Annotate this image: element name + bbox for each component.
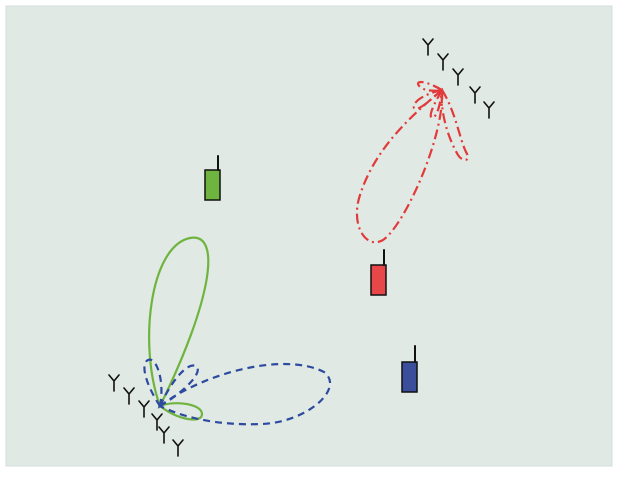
antenna-element-icon (452, 68, 464, 86)
diagram-background (5, 5, 613, 467)
antenna-element-icon (437, 53, 449, 71)
antenna-element-icon (158, 426, 170, 444)
antenna-element-icon (422, 38, 434, 56)
green-user-handset-icon (204, 155, 221, 201)
red-side-lobe (412, 88, 443, 110)
antenna-element-icon (123, 387, 135, 405)
red-beam (355, 80, 469, 244)
antenna-element-icon (108, 374, 120, 392)
antenna-element-icon (172, 439, 184, 457)
green-main-lobe (148, 236, 210, 409)
green-beam (148, 236, 210, 421)
green-side-lobe (157, 402, 204, 421)
blue-side-lobe (143, 358, 163, 409)
red-user-handset-icon (370, 249, 387, 296)
red-main-lobe (355, 87, 444, 244)
red-side-lobe (416, 80, 446, 92)
top-right-antenna-array (422, 38, 495, 119)
blue-beam (143, 358, 331, 426)
antenna-element-icon (483, 101, 495, 119)
antenna-element-icon (151, 413, 163, 431)
blue-user-handset-icon (401, 345, 418, 393)
blue-main-lobe (157, 362, 331, 426)
antenna-element-icon (469, 86, 481, 104)
antenna-element-icon (138, 400, 150, 418)
red-side-lobe (440, 86, 469, 161)
bottom-left-antenna-array (108, 374, 184, 457)
